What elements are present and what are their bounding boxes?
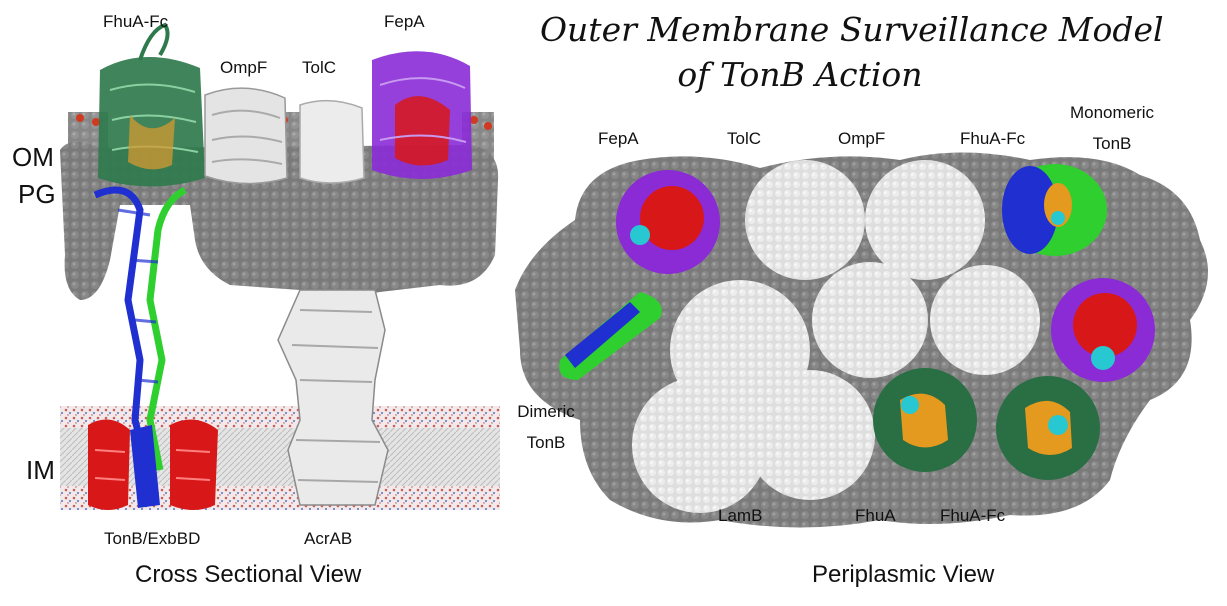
- label-periplasmic-ompf: OmpF: [838, 129, 886, 148]
- fepa-structure: [372, 51, 472, 179]
- label-lamb: LamB: [718, 506, 763, 525]
- dimeric-tonb: [559, 292, 662, 380]
- label-outer-membrane: OM: [12, 142, 54, 172]
- exbbd-structure: [88, 419, 218, 510]
- label-peptidoglycan: PG: [18, 179, 56, 209]
- label-tolc: TolC: [302, 58, 337, 77]
- label-tonb-exbbd: TonB/ExbBD: [104, 529, 201, 548]
- label-dimeric-tonb: TonB: [526, 433, 566, 452]
- label-acrab: AcrAB: [304, 529, 353, 548]
- label-fepa: FepA: [384, 12, 425, 31]
- figure-title-line2: of TonB Action: [677, 55, 923, 94]
- label-periplasmic-tolc: TolC: [727, 129, 762, 148]
- acrab-structure: [277, 289, 389, 506]
- porin-trimers: [632, 160, 1040, 513]
- label-monomeric-tonb: TonB: [1092, 134, 1132, 153]
- tolc-structure: [299, 99, 365, 184]
- caption-periplasmic-view: Periplasmic View: [812, 561, 995, 588]
- label-dimeric: Dimeric: [517, 402, 575, 421]
- label-ompf: OmpF: [220, 58, 268, 77]
- caption-cross-sectional-view: Cross Sectional View: [135, 561, 362, 588]
- label-monomeric: Monomeric: [1069, 103, 1155, 122]
- tonb-helices: [93, 186, 187, 471]
- fhua-periplasmic: [873, 368, 977, 472]
- label-periplasmic-fhua-fc-top: FhuA-Fc: [960, 129, 1026, 148]
- fhua-fc-periplasmic: [996, 376, 1100, 480]
- figure-title-line1: Outer Membrane Surveillance Model: [540, 10, 1164, 49]
- label-fhua: FhuA: [855, 506, 896, 525]
- label-periplasmic-fhua-fc-bottom: FhuA-Fc: [940, 506, 1006, 525]
- label-inner-membrane: IM: [26, 455, 55, 485]
- fhua-fc-structure: [98, 22, 205, 187]
- fepa-periplasmic-right: [1051, 278, 1155, 382]
- label-periplasmic-fepa: FepA: [598, 129, 639, 148]
- monomeric-tonb-complex: [1002, 164, 1107, 256]
- ompf-structure: [204, 87, 288, 185]
- fepa-periplasmic: [616, 170, 720, 274]
- label-fhua-fc: FhuA-Fc: [103, 12, 169, 31]
